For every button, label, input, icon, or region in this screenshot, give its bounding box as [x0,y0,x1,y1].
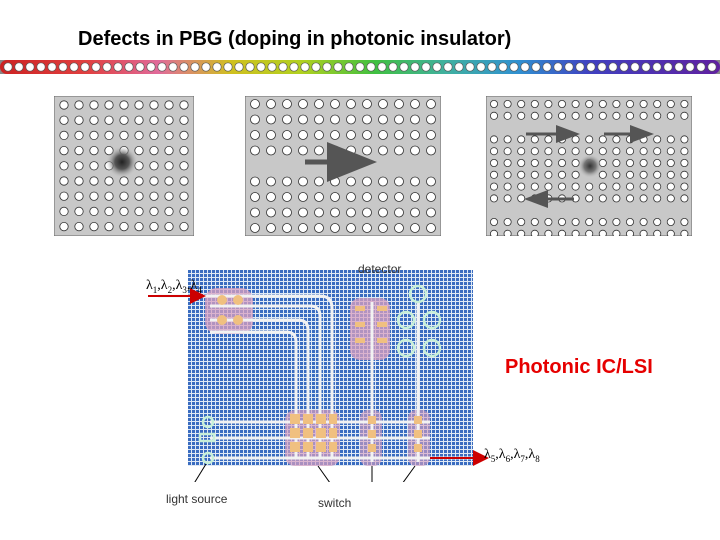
detector-rings [396,284,442,358]
line-defect-panel [245,96,441,236]
switch-matrix [290,414,337,452]
lambda-2: λ2 [160,278,173,295]
lambda-8: λ8 [528,447,540,464]
output-wavelengths-label: λ5,λ6,λ7,λ8 [484,447,540,464]
input-coupler-nodes [217,295,243,325]
drop-filter-panel [486,96,692,236]
input-waveguides [158,294,334,457]
lambda-7: λ7 [513,447,525,464]
point-defect-panel [54,96,194,236]
slide-title: Defects in PBG (doping in photonic insul… [78,28,512,50]
lambda-1: λ1 [146,278,158,295]
point-defect-mode [106,146,138,178]
detector-nodes [355,306,387,343]
rainbow-dot-bar [0,60,720,74]
photonic-ic-diagram [148,270,489,482]
detector-label: detector [358,262,402,276]
switch-label: switch [318,496,352,510]
lambda-3: λ3 [175,278,187,295]
light-source-label: light source [166,492,228,506]
light-source-elements [198,415,216,465]
resonator-defect [578,154,602,178]
lambda-6: λ6 [498,447,511,464]
photonic-ic-title: Photonic IC/LSI [505,356,653,378]
lambda-5: λ5 [484,447,496,464]
lambda-4: λ4 [190,278,202,295]
input-wavelengths-label: λ1,λ2,λ3,λ4 [146,278,202,295]
